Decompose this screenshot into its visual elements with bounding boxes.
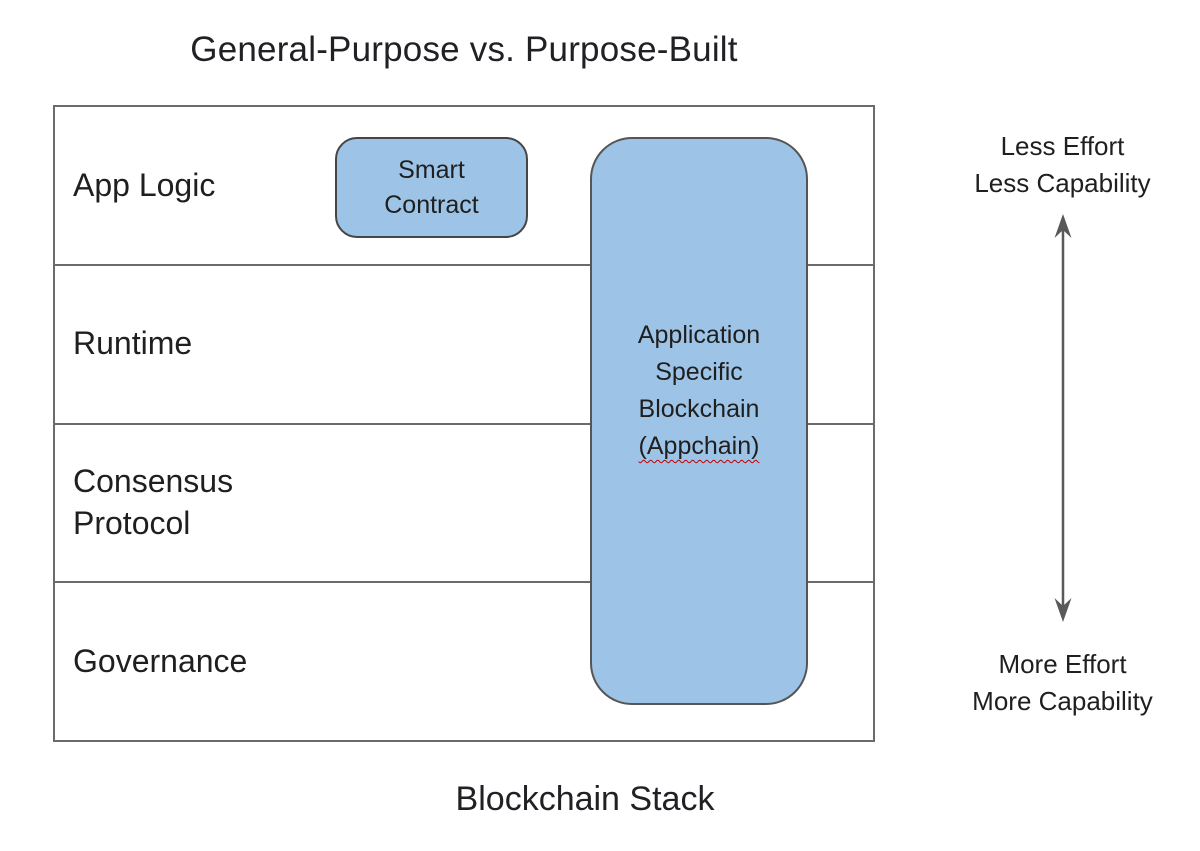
appchain-label-line2: Specific [655, 358, 743, 386]
stack-row-runtime: Runtime [55, 263, 873, 423]
more-effort-line2: More Capability [972, 686, 1153, 716]
double-headed-arrow-icon [1054, 214, 1072, 622]
appchain-label: Application Specific Blockchain (Appchai… [592, 317, 806, 465]
stack-row-consensus-protocol: Consensus Protocol [55, 422, 873, 582]
row-label-governance: Governance [73, 642, 248, 679]
appchain-label-line3: Blockchain [638, 395, 760, 423]
stack-row-governance: Governance [55, 581, 873, 740]
diagram-title: General-Purpose vs. Purpose-Built [190, 30, 738, 69]
less-effort-label: Less Effort Less Capability [940, 128, 1185, 202]
appchain-box: Application Specific Blockchain (Appchai… [590, 137, 808, 705]
more-effort-line1: More Effort [998, 649, 1127, 679]
appchain-label-line4-spellcheck: (Appchain) [638, 432, 760, 460]
stack-row-app-logic: App Logic [55, 107, 873, 264]
row-label-consensus-protocol: Consensus Protocol [73, 463, 234, 541]
smart-contract-box: Smart Contract [335, 137, 528, 238]
row-label-app-logic: App Logic [73, 166, 216, 203]
more-effort-label: More Effort More Capability [940, 646, 1185, 720]
row-label-runtime: Runtime [73, 325, 193, 362]
smart-contract-label-line1: Smart [398, 155, 465, 184]
less-effort-line1: Less Effort [1000, 131, 1125, 161]
appchain-label-line1: Application [637, 321, 761, 349]
diagram-caption: Blockchain Stack [455, 780, 715, 818]
smart-contract-label-line2: Contract [384, 190, 479, 219]
less-effort-line2: Less Capability [974, 168, 1151, 198]
